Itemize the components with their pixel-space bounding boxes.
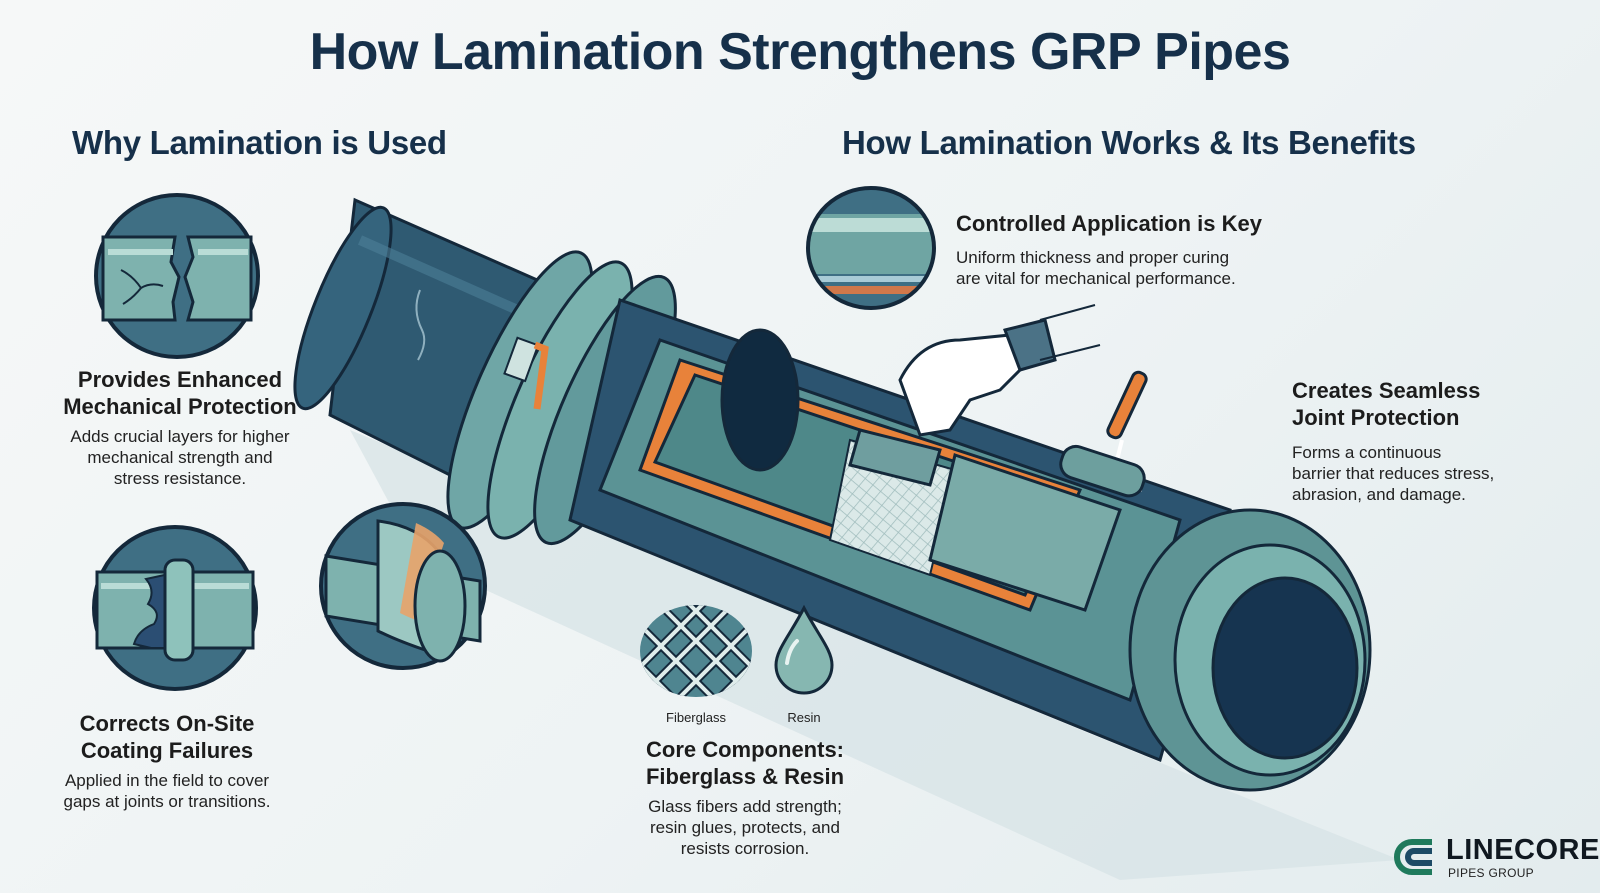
core-components-desc: Glass fibers add strength; resin glues, … — [590, 796, 900, 859]
core-components-title-line2: Fiberglass & Resin — [645, 764, 845, 789]
layer-cross-section-icon — [806, 186, 936, 310]
mechanical-protection-desc-line1: Adds crucial layers for higher — [70, 427, 290, 446]
seamless-joint-desc-line2: barrier that reduces stress, — [1292, 464, 1495, 483]
wrapped-joint-icon — [319, 502, 487, 670]
core-components-title-line1: Core Components: — [646, 737, 844, 762]
mechanical-protection-title: Provides Enhanced Mechanical Protection — [30, 366, 330, 420]
damaged-coating-joint-icon — [92, 525, 258, 691]
seamless-joint-title-line2: Joint Protection — [1292, 405, 1460, 430]
left-section-heading: Why Lamination is Used — [72, 124, 447, 161]
mechanical-protection-desc-line3: stress resistance. — [113, 469, 247, 488]
coating-failures-title-line2: Coating Failures — [80, 738, 254, 763]
page-title: How Lamination Strengthens GRP Pipes — [309, 23, 1291, 81]
brand-logo — [1394, 838, 1436, 881]
fiberglass-label: Fiberglass — [666, 710, 726, 725]
mechanical-protection-desc-line2: mechanical strength and — [87, 448, 273, 467]
coating-failures-title-line1: Corrects On-Site — [79, 711, 255, 736]
brand-name: LINECORE — [1446, 834, 1600, 866]
core-components-title: Core Components: Fiberglass & Resin — [590, 736, 900, 790]
controlled-application-desc-line1: Uniform thickness and proper curing — [956, 248, 1230, 267]
mechanical-protection-desc: Adds crucial layers for higher mechanica… — [30, 426, 330, 489]
mechanical-protection-title-line2: Mechanical Protection — [63, 394, 297, 419]
seamless-joint-desc-line1: Forms a continuous — [1292, 443, 1442, 462]
right-section-heading: How Lamination Works & Its Benefits — [842, 124, 1416, 161]
controlled-application-desc: Uniform thickness and proper curing are … — [956, 247, 1236, 289]
core-components-desc-line3: resists corrosion. — [680, 839, 810, 858]
controlled-application-title: Controlled Application is Key — [956, 211, 1262, 236]
coating-failures-title: Corrects On-Site Coating Failures — [17, 710, 317, 764]
mechanical-protection-title-line1: Provides Enhanced — [77, 367, 283, 392]
coating-failures-desc-line1: Applied in the field to cover — [64, 771, 270, 790]
resin-drop-icon — [774, 604, 834, 695]
seamless-joint-title-line1: Creates Seamless — [1292, 378, 1481, 403]
core-components-desc-line1: Glass fibers add strength; — [648, 797, 842, 816]
core-components-desc-line2: resin glues, protects, and — [650, 818, 840, 837]
coating-failures-desc-line2: gaps at joints or transitions. — [63, 792, 271, 811]
brand-subtitle: PIPES GROUP — [1448, 866, 1534, 880]
controlled-application-desc-line2: are vital for mechanical performance. — [956, 269, 1236, 288]
seamless-joint-title: Creates Seamless Joint Protection — [1292, 377, 1480, 431]
seamless-joint-desc-line3: abrasion, and damage. — [1292, 485, 1466, 504]
coating-failures-desc: Applied in the field to cover gaps at jo… — [17, 770, 317, 812]
cracked-pipe-icon — [94, 193, 260, 359]
seamless-joint-desc: Forms a continuous barrier that reduces … — [1292, 442, 1494, 505]
resin-label: Resin — [787, 710, 821, 725]
fiberglass-weave-icon — [640, 605, 752, 697]
linecore-logo-icon — [1394, 839, 1432, 875]
